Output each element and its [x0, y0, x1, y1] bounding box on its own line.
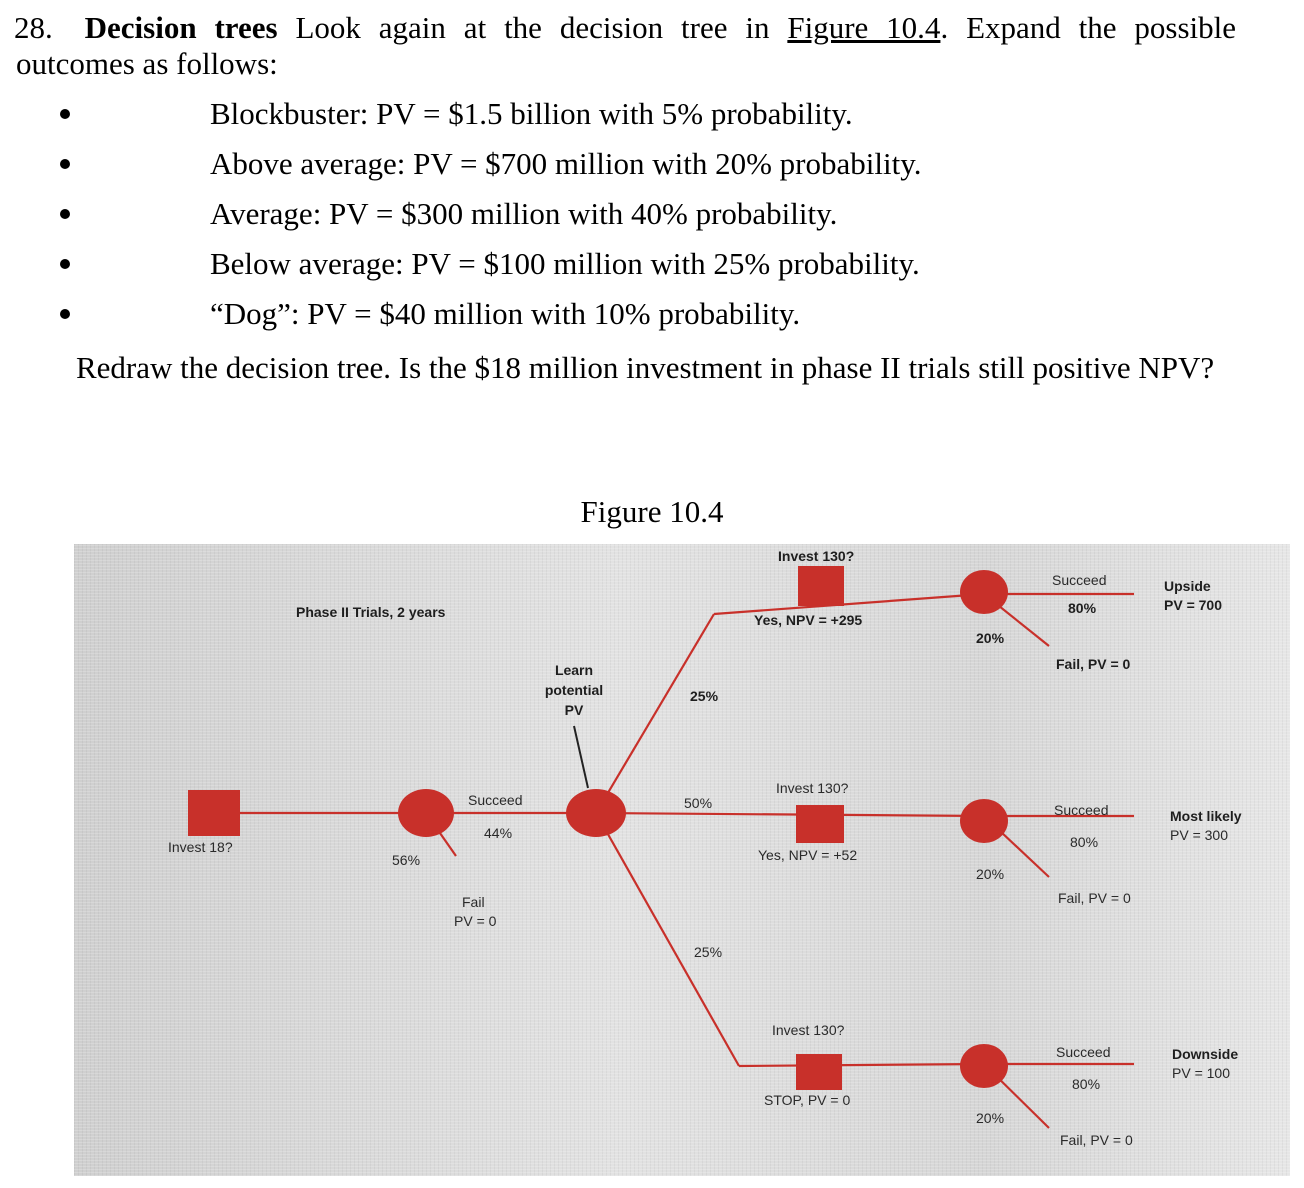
label-invest130-top: Invest 130? [778, 548, 855, 564]
label-succeed-mid: Succeed [1054, 802, 1109, 818]
label-succeed-top-pct: 80% [1068, 600, 1097, 616]
redraw-question: Redraw the decision tree. Is the $18 mil… [76, 350, 1215, 385]
label-learn: Learn [554, 662, 594, 678]
label-phase2: Phase II Trials, 2 years [296, 604, 446, 620]
label-outcome-likely: Most likely [1170, 808, 1242, 824]
question-intro-line2: outcomes as follows: [16, 46, 278, 81]
chance-node-bot [960, 1044, 1008, 1088]
label-succeed44: Succeed [468, 792, 523, 808]
label-fail-top: Fail, PV = 0 [1056, 656, 1131, 672]
label-succeed-bot: Succeed [1056, 1044, 1111, 1060]
label-outcome-upside: Upside [1164, 578, 1211, 594]
label-invest130-bot: Invest 130? [772, 1022, 845, 1038]
bullet-text: Average: PV = $300 million with 40% prob… [210, 196, 838, 231]
label-succeed-mid-pct: 80% [1070, 834, 1099, 850]
label-learn-potential: potential [544, 682, 604, 698]
label-44pct: 44% [484, 825, 513, 841]
label-npv-top: Yes, NPV = +295 [754, 612, 863, 628]
label-fail20-bot: 20% [976, 1110, 1005, 1126]
figure-caption: Figure 10.4 [580, 494, 724, 529]
label-learn-pv: PV [564, 702, 584, 718]
bullet-text: “Dog”: PV = $40 million with 10% probabi… [210, 296, 801, 331]
decision-node-mid [796, 805, 844, 843]
label-fail: Fail [462, 894, 485, 910]
label-outcome-downside: Downside [1172, 1046, 1239, 1062]
chance-node-top [960, 570, 1008, 614]
branch-mid [595, 811, 985, 818]
label-npv-mid: Yes, NPV = +52 [758, 847, 858, 863]
label-prob-mid: 50% [684, 795, 713, 811]
label-npv-bot: STOP, PV = 0 [764, 1092, 851, 1108]
chance-node-learn [566, 789, 626, 837]
bullet-icon [60, 259, 70, 269]
label-fail20-top: 20% [976, 630, 1005, 646]
label-prob-top: 25% [690, 688, 719, 704]
bullet-text: Blockbuster: PV = $1.5 billion with 5% p… [210, 96, 853, 131]
branch-top [595, 613, 715, 814]
question-header: 28. Decision trees Look again at the dec… [14, 10, 1236, 46]
bullet-icon [60, 209, 70, 219]
chance-node-mid [960, 799, 1008, 843]
branch-bot-h [738, 1062, 985, 1068]
label-fail-pv: PV = 0 [454, 913, 497, 929]
decision-node-invest18 [188, 790, 240, 836]
learn-arrow [573, 725, 589, 789]
question-number: 28. [14, 10, 53, 45]
bullet-text: Above average: PV = $700 million with 20… [210, 146, 922, 181]
decision-tree-figure: Invest 18? Phase II Trials, 2 years Succ… [74, 544, 1290, 1176]
label-fail-bot: Fail, PV = 0 [1060, 1132, 1133, 1148]
figure-link[interactable]: Figure 10.4 [787, 10, 941, 45]
bullet-icon [60, 109, 70, 119]
branch-bot [595, 812, 740, 1067]
branch-top-h [713, 592, 985, 616]
chance-node-phase2 [398, 789, 454, 837]
decision-node-bot [796, 1054, 842, 1090]
label-succeed-bot-pct: 80% [1072, 1076, 1101, 1092]
label-outcome-upside-pv: PV = 700 [1164, 597, 1222, 613]
label-fail-mid: Fail, PV = 0 [1058, 890, 1131, 906]
label-invest130-mid: Invest 130? [776, 780, 849, 796]
decision-tree-lines [188, 566, 1134, 1129]
label-outcome-likely-pv: PV = 300 [1170, 827, 1228, 843]
decision-node-top [798, 566, 844, 606]
question-intro-end: . Expand the possible [940, 10, 1237, 45]
label-invest18: Invest 18? [168, 839, 233, 855]
label-prob-bot: 25% [694, 944, 723, 960]
label-outcome-downside-pv: PV = 100 [1172, 1065, 1230, 1081]
label-56pct: 56% [392, 852, 421, 868]
bullet-icon [60, 309, 70, 319]
question-intro: Look again at the decision tree in [295, 10, 770, 45]
label-fail20-mid: 20% [976, 866, 1005, 882]
bullet-text: Below average: PV = $100 million with 25… [210, 246, 920, 281]
question-title: Decision trees [84, 10, 278, 45]
bullet-icon [60, 159, 70, 169]
label-succeed-top: Succeed [1052, 572, 1107, 588]
